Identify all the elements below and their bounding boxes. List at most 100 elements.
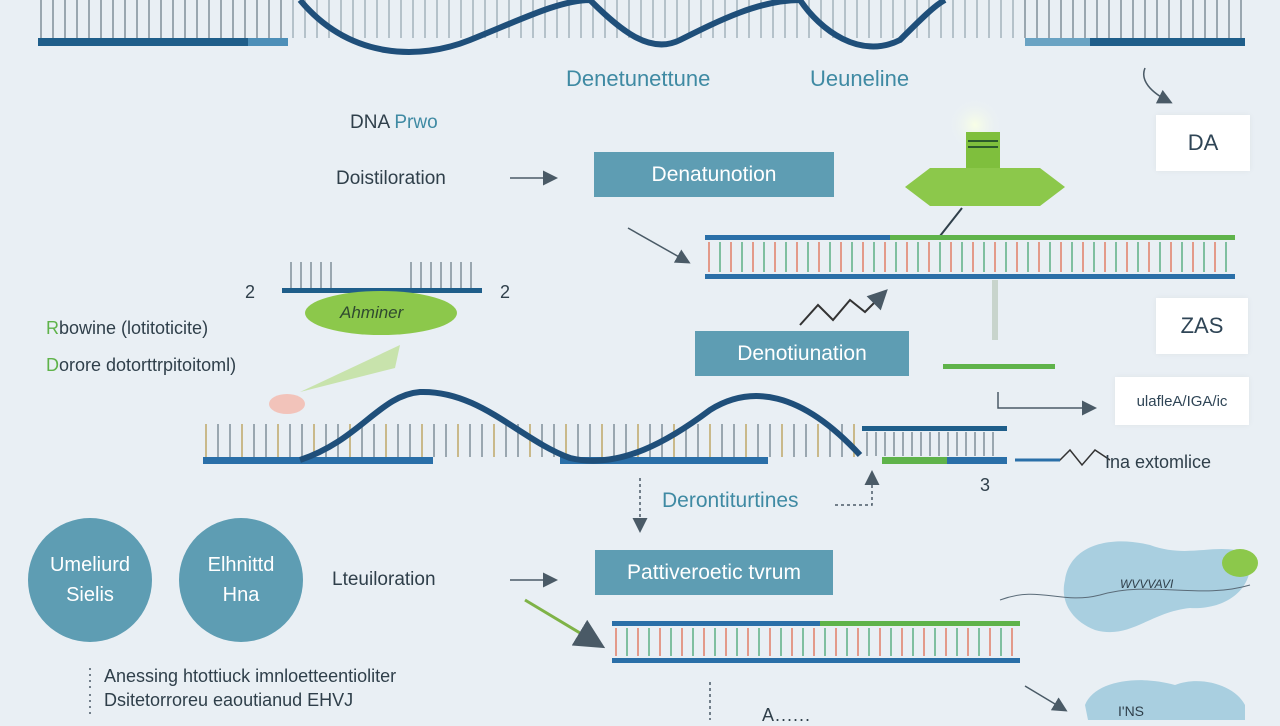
- ladder-tick: [481, 424, 483, 457]
- ladder-tick: [410, 262, 412, 288]
- ladder-tick: [818, 242, 820, 272]
- upper-ladder: [705, 235, 1235, 279]
- zigzag-arrow: [799, 289, 888, 326]
- ladder-tick: [890, 628, 892, 656]
- ladder-tick: [1225, 242, 1227, 272]
- ladder-tick: [832, 0, 834, 38]
- ladder-tick: [1011, 628, 1013, 656]
- ladder-tick: [757, 424, 759, 457]
- left-note-2-prefix: D: [46, 355, 59, 375]
- ladder-tick: [967, 628, 969, 656]
- ladder-tick: [747, 628, 749, 656]
- num-right: 2: [500, 282, 511, 302]
- blob-text: WVVVAVI: [1120, 577, 1174, 591]
- ladder-tick: [1104, 242, 1106, 272]
- mid-left-ticks: [290, 262, 472, 288]
- ladder-tick: [1126, 242, 1128, 272]
- ladder-tick: [241, 424, 243, 457]
- ladder-tick: [589, 424, 591, 457]
- ladder-tick: [1168, 0, 1170, 38]
- ladder-tick: [217, 424, 219, 457]
- ladder-tick: [1000, 0, 1002, 38]
- ladder-tick: [184, 0, 186, 38]
- ladder-tick: [829, 242, 831, 272]
- denotiunation-box: Denotiunation: [695, 331, 909, 376]
- ladder-tick: [929, 432, 931, 456]
- enzyme-hexagon: [905, 168, 1065, 206]
- ladder-tick: [1060, 0, 1062, 38]
- ladder-tick: [205, 424, 207, 457]
- left-note-2-text: orore dotorttrpitoitoml): [59, 355, 237, 375]
- ladder-tick: [277, 424, 279, 457]
- top-left-strand: [38, 38, 288, 46]
- ladder-tick: [769, 628, 771, 656]
- ladder-tick: [712, 0, 714, 38]
- ladder-tick: [568, 0, 570, 38]
- ladder-tick: [1024, 0, 1026, 38]
- ladder-tick: [229, 424, 231, 457]
- mid-helix: [299, 388, 863, 464]
- ladder-tick: [310, 262, 312, 288]
- ladder-tick: [397, 424, 399, 457]
- ladder-tick: [652, 0, 654, 38]
- ladder-tick: [436, 0, 438, 38]
- ladder-tick: [496, 0, 498, 38]
- ladder-tick: [457, 424, 459, 457]
- ladder-tick: [1071, 242, 1073, 272]
- ladder-tick: [376, 0, 378, 38]
- bottom-note-2: Dsitetorroreu eaoutianud EHVJ: [104, 690, 354, 710]
- card-note: ulafleA/IGA/ic: [1115, 377, 1249, 425]
- ladder-tick: [952, 0, 954, 38]
- ladder-tick: [1036, 0, 1038, 38]
- ladder-tick: [939, 242, 941, 272]
- ladder-tick: [857, 628, 859, 656]
- ladder-tick: [774, 242, 776, 272]
- ladder-tick: [793, 424, 795, 457]
- ladder-tick: [884, 242, 886, 272]
- circle-2-line-2: Hna: [222, 584, 260, 606]
- ladder-tick: [1005, 242, 1007, 272]
- num-left: 2: [245, 282, 256, 302]
- ladder-tick: [472, 0, 474, 38]
- ladder-tick: [752, 242, 754, 272]
- ladder-tick: [648, 628, 650, 656]
- ladder-tick: [725, 628, 727, 656]
- red-blob: [269, 394, 305, 414]
- ladder-tick: [1096, 0, 1098, 38]
- ladder-tick: [1144, 0, 1146, 38]
- ladder-tick: [856, 0, 858, 38]
- ladder-tick: [265, 424, 267, 457]
- probe-label: Prwo: [394, 112, 438, 133]
- left-note-1-prefix: R: [46, 318, 59, 338]
- ladder-tick: [994, 242, 996, 272]
- ladder-tick: [64, 0, 66, 38]
- ladder-tick: [1108, 0, 1110, 38]
- circle-1-line-2: Sielis: [66, 584, 114, 606]
- ladder-tick: [673, 424, 675, 457]
- extension-label: Ina extomlice: [1105, 452, 1212, 472]
- derontiturtines-label: Derontiturtines: [662, 489, 799, 512]
- ladder-tick: [1159, 242, 1161, 272]
- ladder-tick: [961, 242, 963, 272]
- ladder-tick: [532, 0, 534, 38]
- ladder-tick: [541, 424, 543, 457]
- ext-zigzag: [1015, 448, 1111, 467]
- ladder-tick: [796, 242, 798, 272]
- ladder-tick: [736, 628, 738, 656]
- ladder-tick: [1181, 242, 1183, 272]
- arrow-to-note: [997, 392, 1097, 416]
- arrow-green-diag: [524, 598, 606, 649]
- ladder-tick: [697, 424, 699, 457]
- ladder-tick: [556, 0, 558, 38]
- ladder-tick: [676, 0, 678, 38]
- top-right-strand: [1025, 38, 1245, 46]
- ladder-tick: [430, 262, 432, 288]
- mid-strand-2: [560, 457, 768, 464]
- ladder-tick: [988, 0, 990, 38]
- ladder-tick: [772, 0, 774, 38]
- ladder-tick: [916, 0, 918, 38]
- ladder-tick: [901, 628, 903, 656]
- ladder-tick: [1148, 242, 1150, 272]
- ladder-tick: [846, 628, 848, 656]
- ladder-tick: [895, 242, 897, 272]
